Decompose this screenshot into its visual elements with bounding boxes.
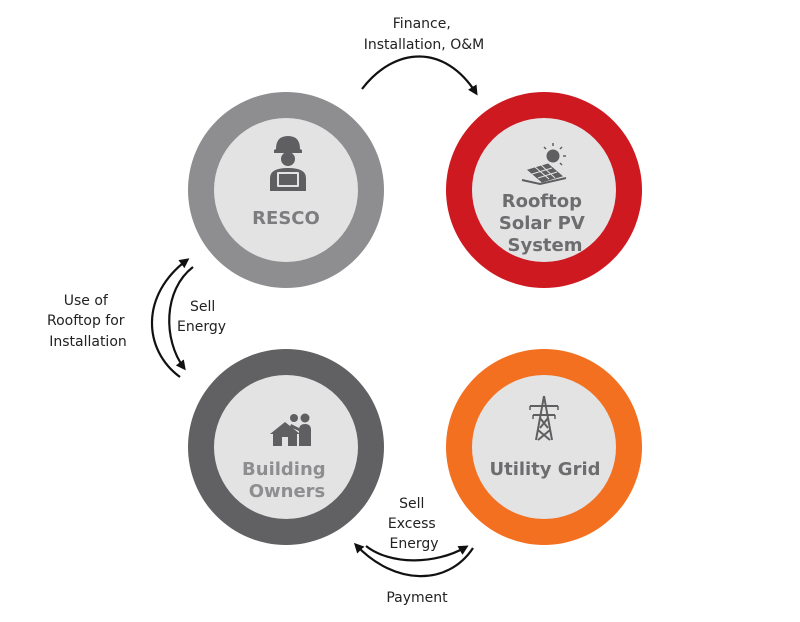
node-label-owners-line2: Owners xyxy=(249,481,326,502)
solar-panel-sun-icon xyxy=(521,143,567,186)
arrow-use-rooftop xyxy=(150,258,190,378)
node-building-owners: Building Owners xyxy=(188,349,384,545)
label-finance-line2: Installation, O&M xyxy=(364,37,484,53)
label-sell-excess-line1: Sell xyxy=(399,496,424,512)
transmission-tower-icon xyxy=(529,395,559,441)
node-label-grid: Utility Grid xyxy=(489,459,600,480)
engineer-laptop-icon xyxy=(270,136,306,191)
inner-grid xyxy=(472,375,616,519)
node-rooftop-solar: Rooftop Solar PV System xyxy=(446,92,642,288)
label-sell-energy-line2: Energy xyxy=(177,319,226,335)
node-label-rooftop-line1: Rooftop xyxy=(502,191,582,212)
node-label-grid-line: Utility Grid xyxy=(489,459,600,480)
label-finance: Finance, Installation, O&M xyxy=(364,16,484,53)
node-label-resco: RESCO xyxy=(252,208,320,229)
label-finance-line1: Finance, xyxy=(393,16,451,32)
label-use-rooftop-line1: Use of xyxy=(64,293,109,309)
label-use-rooftop-line2: Rooftop for xyxy=(47,313,125,329)
node-label-owners-line1: Building xyxy=(242,459,326,480)
node-label-resco-line: RESCO xyxy=(252,208,320,229)
label-use-rooftop: Use of Rooftop for Installation xyxy=(47,293,129,350)
node-utility-grid: Utility Grid xyxy=(446,349,642,545)
label-sell-excess: Sell Excess Energy xyxy=(388,496,440,552)
arrow-finance xyxy=(361,55,478,96)
node-resco: RESCO xyxy=(188,92,384,288)
node-label-rooftop-line3: System xyxy=(508,235,583,256)
node-label-owners: Building Owners xyxy=(242,459,332,502)
label-payment-line: Payment xyxy=(386,590,448,606)
label-payment: Payment xyxy=(386,590,448,606)
label-sell-excess-line3: Energy xyxy=(389,536,438,552)
label-sell-energy: Sell Energy xyxy=(177,299,226,335)
node-label-rooftop: Rooftop Solar PV System xyxy=(499,191,591,256)
label-sell-excess-line2: Excess xyxy=(388,516,436,532)
arrow-sell-excess xyxy=(365,545,469,562)
house-person-icon xyxy=(270,413,311,446)
label-use-rooftop-line3: Installation xyxy=(49,334,127,350)
arrow-payment xyxy=(353,542,474,578)
node-label-rooftop-line2: Solar PV xyxy=(499,213,585,234)
label-sell-energy-line1: Sell xyxy=(190,299,215,315)
inner-owners xyxy=(214,375,358,519)
arrow-sell-energy xyxy=(168,266,194,371)
flow-arrows xyxy=(150,55,478,578)
inner-rooftop xyxy=(472,118,616,262)
